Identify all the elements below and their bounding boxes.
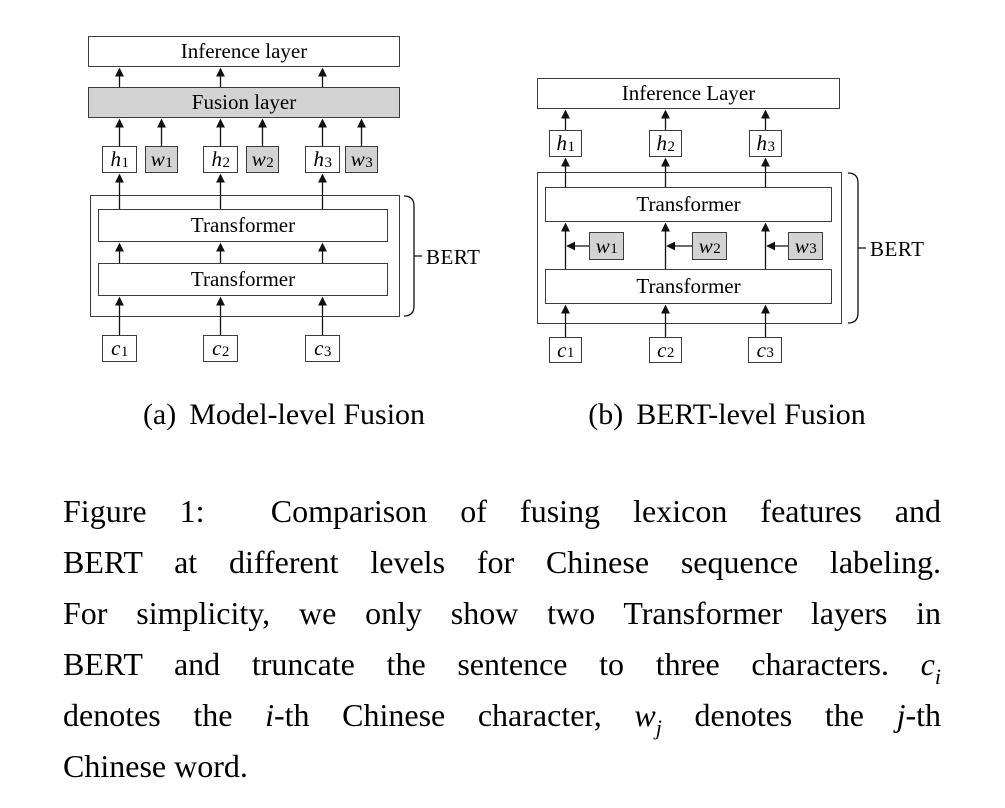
panel-a-transformer-upper-box: Transformer	[98, 209, 388, 242]
panel-a-bert-label: BERT	[426, 245, 481, 269]
panel-b-inference-layer-box: Inference Layer	[537, 78, 840, 109]
panel-a-inference-layer-box: Inference layer	[88, 36, 400, 67]
c1-label: c	[557, 337, 567, 362]
w3-label: w	[350, 147, 365, 171]
panel-a-transformer-lower-label: Transformer	[190, 267, 296, 291]
h2-label: h	[211, 147, 223, 171]
caption-line: denotes the i-th Chinese character, wj d…	[63, 697, 942, 741]
panel-b-caption-text: BERT-level Fusion	[636, 398, 866, 431]
panel-b-inference-layer-label: Inference Layer	[621, 81, 756, 105]
h2-label: h	[656, 131, 668, 155]
h3-label: h	[756, 131, 768, 155]
panel-a-inference-layer-label: Inference layer	[180, 39, 308, 63]
panel-b-subcaption: (b) BERT-level Fusion	[547, 398, 907, 432]
panel-b-bert-label: BERT	[870, 237, 925, 261]
panel-a-bert-brace	[403, 195, 422, 317]
figure-caption: Figure 1: Comparison of fusing lexicon f…	[63, 486, 941, 792]
panel-a-caption-text: Model-level Fusion	[189, 398, 426, 431]
w1-label: w	[595, 233, 610, 258]
h1-label: h	[556, 131, 568, 155]
panel-a-transformer-lower-box: Transformer	[98, 263, 388, 296]
panel-b-transformer-lower-label: Transformer	[636, 274, 741, 298]
h1-label: h	[110, 147, 122, 171]
w1-label: w	[150, 147, 165, 171]
c2-label: c	[212, 336, 222, 360]
caption-line: Chinese word.	[63, 748, 248, 784]
panel-a-fusion-layer-box: Fusion layer	[88, 87, 400, 118]
w2-label: w	[698, 233, 713, 258]
caption-line: Figure 1: Comparison of fusing lexicon f…	[63, 493, 941, 529]
w2-label: w	[251, 147, 266, 171]
w3-label: w	[794, 233, 809, 258]
caption-line: BERT at different levels for Chinese seq…	[63, 544, 941, 580]
panel-a-bert-outer-box	[90, 195, 400, 317]
panel-b-transformer-upper-label: Transformer	[636, 192, 741, 216]
panel-a-fusion-layer-label: Fusion layer	[191, 90, 297, 114]
panel-b-transformer-upper-box: Transformer	[545, 187, 832, 222]
h3-label: h	[313, 147, 325, 171]
panel-a-tag: (a)	[142, 398, 177, 431]
panel-b-bert-brace	[847, 172, 866, 324]
c3-label: c	[756, 337, 766, 362]
panel-b-bert-outer-box	[537, 172, 842, 324]
c2-label: c	[657, 337, 667, 362]
panel-b-tag: (b)	[588, 398, 624, 431]
panel-a-subcaption: (a) Model-level Fusion	[104, 398, 464, 432]
c1-label: c	[111, 336, 121, 360]
panel-b-transformer-lower-box: Transformer	[545, 269, 832, 304]
panel-a-transformer-upper-label: Transformer	[190, 213, 296, 237]
caption-line: BERT and truncate the sentence to three …	[63, 646, 941, 690]
c3-label: c	[314, 336, 324, 360]
caption-line: For simplicity, we only show two Transfo…	[63, 595, 941, 631]
